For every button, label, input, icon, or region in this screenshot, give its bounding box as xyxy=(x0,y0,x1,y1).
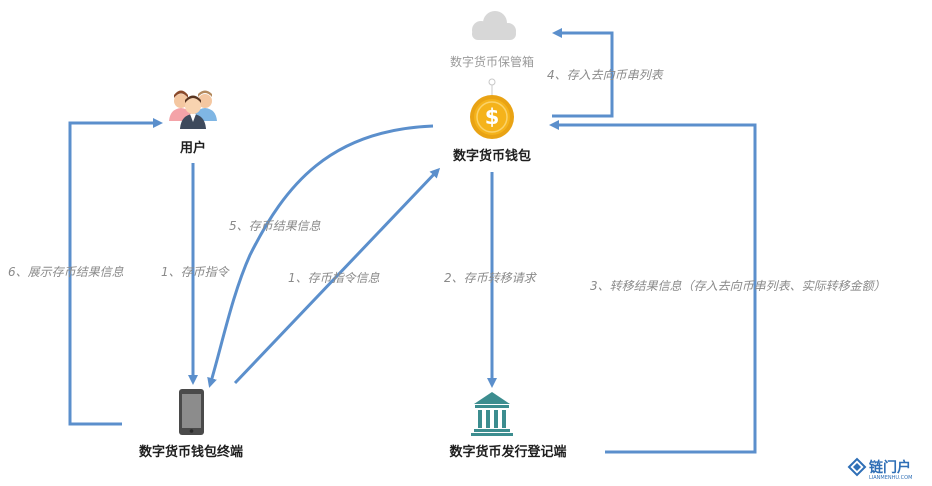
terminal-label: 数字货币钱包终端 xyxy=(139,444,243,460)
cloud-icon xyxy=(472,11,516,40)
user-label: 用户 xyxy=(179,140,206,156)
edge-label-registry-to-wallet: 3、转移结果信息（存入去向币串列表、实际转移金额） xyxy=(590,279,886,293)
edge-label-terminal-to-user: 6、展示存币结果信息 xyxy=(8,265,124,279)
bank-icon xyxy=(471,392,513,436)
edge-label-wallet-to-cloud: 4、存入去向币串列表 xyxy=(547,68,665,82)
edge-label-wallet-to-registry: 2、存币转移请求 xyxy=(444,271,538,285)
coin-icon: $ xyxy=(470,95,514,139)
phone-icon xyxy=(179,389,204,435)
logo-subtext: LIANMENHU.COM xyxy=(869,475,912,481)
brand-logo: 链门户 LIANMENHU.COM xyxy=(847,457,912,481)
edge-label-user-to-terminal: 1、存币指令 xyxy=(161,265,231,279)
cloud-box-label: 数字货币保管箱 xyxy=(450,54,534,69)
arrow-terminal-to-wallet xyxy=(233,167,441,385)
arrow-terminal-to-user xyxy=(68,118,163,426)
users-icon xyxy=(169,90,217,129)
logo-text: 链门户 xyxy=(869,459,911,476)
svg-text:$: $ xyxy=(485,105,500,129)
logo-icon xyxy=(847,457,867,477)
arrow-wallet-to-cloud xyxy=(552,28,614,118)
cloud-connector xyxy=(488,78,496,95)
edges xyxy=(68,28,757,454)
wallet-label: 数字货币钱包 xyxy=(453,148,531,164)
arrow-wallet-to-terminal xyxy=(207,124,434,388)
edge-label-wallet-to-terminal: 5、存币结果信息 xyxy=(229,219,321,233)
registry-label: 数字货币发行登记端 xyxy=(449,444,566,460)
arrow-registry-to-wallet xyxy=(549,120,757,454)
edge-label-terminal-to-wallet: 1、存币指令信息 xyxy=(288,271,380,285)
